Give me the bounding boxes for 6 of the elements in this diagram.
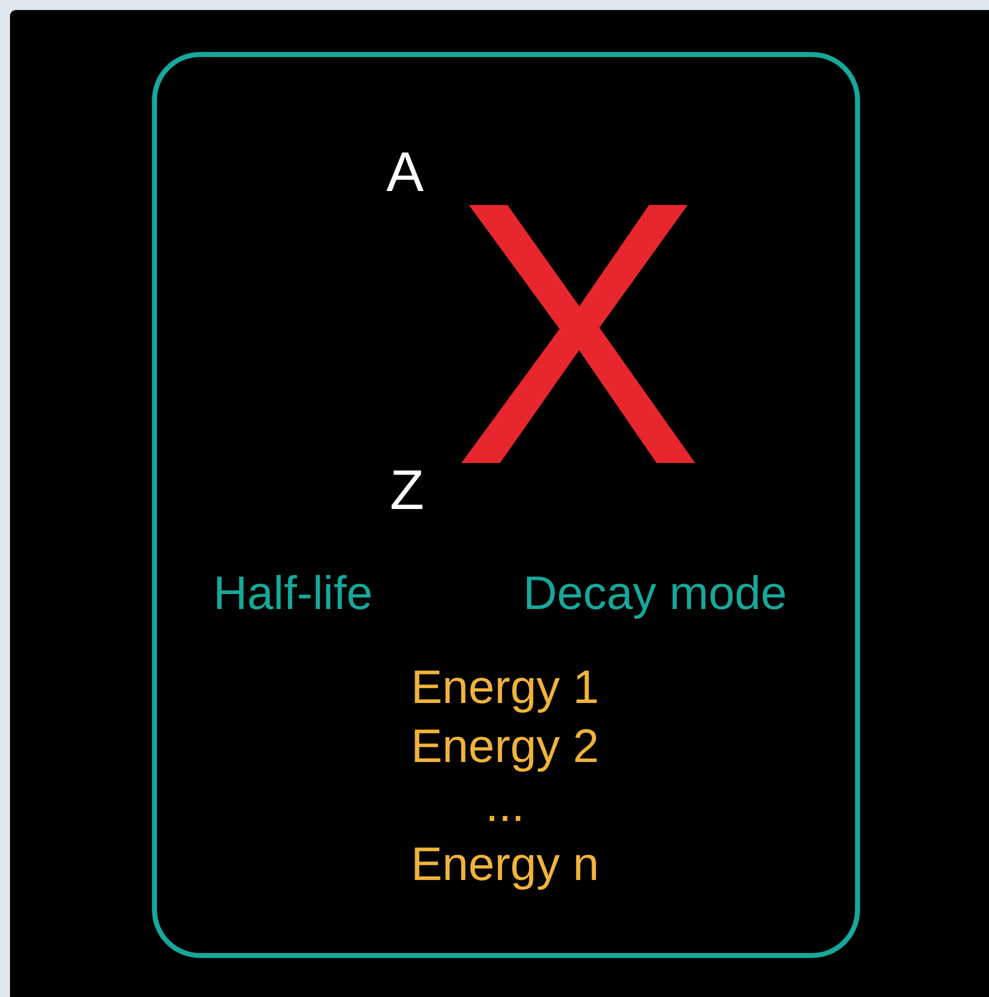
ellipsis-label: ... <box>485 781 525 828</box>
atomic-number-label: Z <box>390 462 424 518</box>
mass-number-label: A <box>386 144 424 200</box>
nuclide-card <box>152 52 860 958</box>
half-life-label: Half-life <box>213 569 373 616</box>
element-symbol: X <box>452 147 704 522</box>
